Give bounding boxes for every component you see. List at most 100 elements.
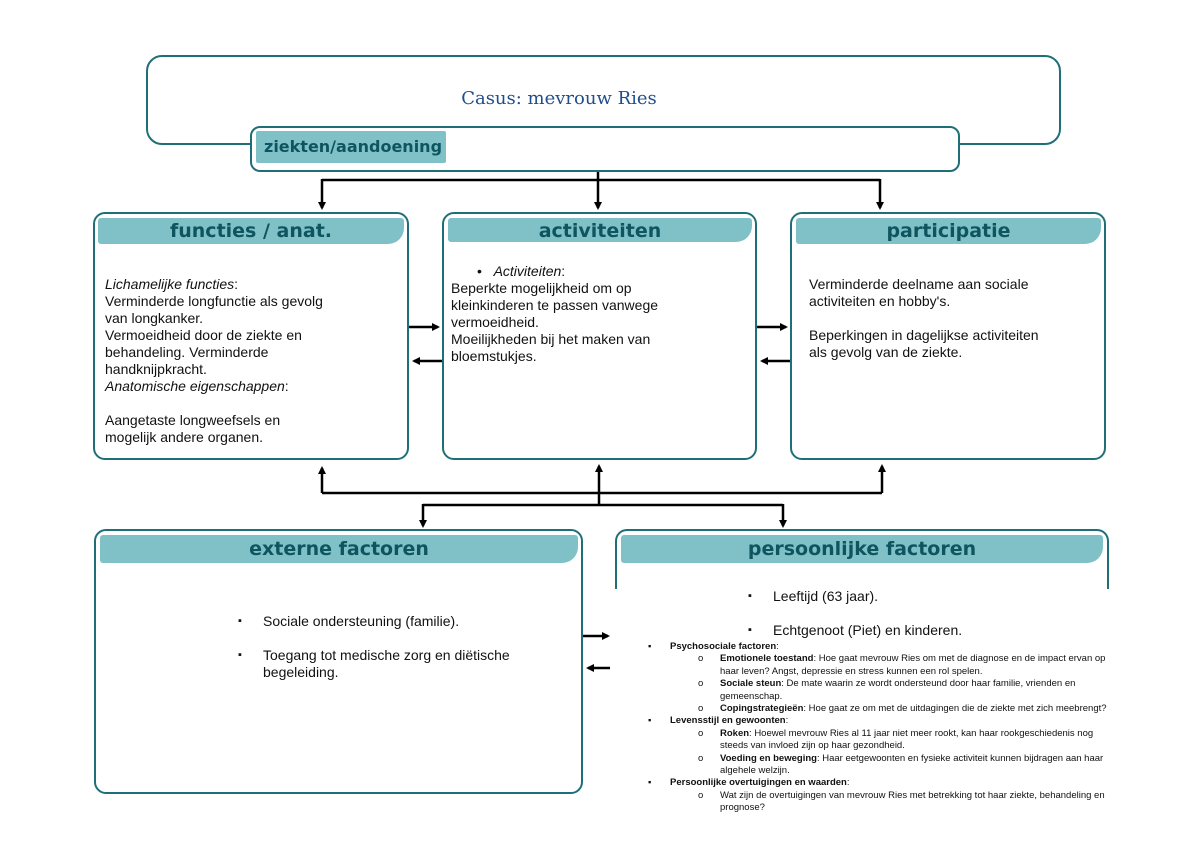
functies-line-text: handknijpkracht. (105, 361, 207, 377)
detail-line: ▪ Persoonlijke overtuigingen en waarden: (648, 777, 850, 789)
bullet-square: ▪ (748, 624, 752, 636)
persoonlijk-item: ▪ Leeftijd (63 jaar). (748, 588, 962, 605)
functies-line-text: Aangetaste longweefsels en (105, 412, 281, 428)
participatie-line: Verminderde deelname aan sociale (809, 276, 1029, 292)
detail-line: steeds van invloed zijn op haar gezondhe… (720, 740, 905, 752)
functies-line: handknijpkracht. (105, 361, 323, 378)
detail-bold: Roken (720, 727, 750, 739)
functies-line-text: Vermoeidheid door de ziekte en (105, 327, 302, 343)
detail-line: algehele welzijn. (720, 765, 790, 777)
participatie-line (809, 310, 1039, 327)
detail-text: Wat zijn de overtuigingen van mevrouw Ri… (720, 789, 1105, 801)
detail-text: algehele welzijn. (720, 765, 790, 776)
bullet-square: ▪ (648, 715, 652, 727)
externe-item: ▪ Sociale ondersteuning (familie). (238, 613, 510, 630)
activiteiten-text: • Activiteiten: Beperkte mogelijkheid om… (451, 263, 659, 364)
functies-box (93, 212, 409, 460)
bullet-square: ▪ (238, 649, 242, 661)
functies-line-text: mogelijk andere organen. (105, 429, 263, 445)
participatie-header: participatie (796, 218, 1101, 244)
disease-tab: ziekten/aandoening (256, 131, 446, 163)
bullet-square: ▪ (648, 641, 652, 652)
detail-text: steeds van invloed zijn op haar gezondhe… (720, 740, 905, 752)
functies-line-text: behandeling. Verminderde (105, 344, 269, 360)
bullet-circle: o (698, 703, 704, 714)
persoonlijk-item: ▪ Echtgenoot (Piet) en kinderen. (748, 622, 962, 639)
persoonlijk-detail: ▪ Psychosociale factoren: o Emotionele toes… (648, 641, 1193, 849)
detail-line: o Wat zijn de overtuigingen van mevrouw R… (698, 789, 1105, 802)
detail-bold: Persoonlijke overtuigingen en waarden (670, 777, 847, 789)
functies-line: van longkanker. (105, 310, 323, 327)
functies-line-text: van longkanker. (105, 310, 204, 326)
bullet-circle: o (698, 653, 704, 665)
activiteiten-header: activiteiten (448, 218, 752, 242)
externe-header: externe factoren (100, 535, 578, 563)
detail-text: : Hoe gaat mevrouw Ries om met de diagno… (813, 653, 1106, 665)
detail-text: : (846, 777, 850, 789)
detail-bold: Psychosociale factoren (670, 641, 777, 652)
activiteiten-line: kleinkinderen te passen vanwege (451, 297, 659, 313)
functies-line: Aangetaste longweefsels en (105, 412, 323, 429)
bullet-square: ▪ (748, 590, 752, 602)
functies-line-text: Verminderde longfunctie als gevolg (105, 293, 323, 309)
externe-item-line: Sociale ondersteuning (familie). (263, 613, 460, 629)
detail-text: gemeenschap. (720, 690, 783, 702)
detail-line: o Roken: Hoewel mevrouw Ries al 11 jaar n… (698, 727, 1094, 740)
functies-line: Anatomische eigenschappen: (105, 378, 323, 395)
persoonlijk-list: ▪ Leeftijd (63 jaar). ▪ Echtgenoot (Piet) e… (748, 588, 962, 656)
detail-line: ▪Levensstijl en gewoonten: (648, 715, 789, 727)
externe-item-line: begeleiding. (263, 664, 339, 680)
detail-line: haar leven? Angst, depressie en stress k… (720, 666, 982, 678)
functies-line-text: Lichamelijke functies (105, 276, 235, 292)
bullet-circle: o (698, 789, 704, 801)
bullet-circle: o (698, 727, 704, 739)
functies-line: behandeling. Verminderde (105, 344, 323, 361)
detail-bold: Voeding en beweging (720, 752, 817, 764)
page-title: Casus: mevrouw Ries (461, 88, 657, 109)
activiteiten-bullet: Activiteiten (493, 263, 562, 279)
detail-text: : (785, 715, 789, 727)
activiteiten-line: Moeilijkheden bij het maken van (451, 331, 651, 347)
functies-text: Lichamelijke functies:Verminderde longfu… (105, 276, 323, 446)
bullet-circle: o (698, 752, 704, 764)
activiteiten-line: vermoeidheid. (451, 314, 539, 330)
participatie-box (790, 212, 1106, 460)
functies-line-text: Anatomische eigenschappen (105, 378, 285, 394)
detail-text: prognose? (720, 802, 765, 814)
participatie-line: activiteiten en hobby's. (809, 293, 951, 309)
functies-line: Verminderde longfunctie als gevolg (105, 293, 323, 310)
bullet-circle: o (698, 678, 704, 690)
detail-line: o Emotionele toestand: Hoe gaat mevrouw R… (698, 653, 1106, 665)
detail-text: : Hoewel mevrouw Ries al 11 jaar niet me… (749, 727, 1094, 739)
activiteiten-line: bloemstukjes. (451, 348, 537, 364)
bullet-dot: • (477, 263, 494, 279)
detail-bold: Emotionele toestand (720, 653, 814, 665)
detail-text: : Haar eetgewoonten en fysieke activitei… (816, 752, 1104, 764)
functies-line: Lichamelijke functies: (105, 276, 323, 293)
detail-text: haar leven? Angst, depressie en stress k… (720, 665, 983, 677)
detail-bold: Sociale steun (720, 678, 782, 690)
functies-line: mogelijk andere organen. (105, 429, 323, 446)
participatie-line: Beperkingen in dagelijkse activiteiten (809, 327, 1039, 343)
bullet-square: ▪ (648, 777, 652, 789)
detail-line: ▪Psychosociale factoren: (648, 641, 779, 653)
persoonlijk-item-text: Echtgenoot (Piet) en kinderen. (773, 622, 963, 638)
participatie-line: als gevolg van de ziekte. (809, 344, 963, 360)
externe-list: ▪ Sociale ondersteuning (familie). ▪ Toegan… (238, 613, 510, 698)
functies-line-suffix: : (284, 378, 289, 394)
bullet-square: ▪ (238, 615, 242, 627)
persoonlijk-item-text: Leeftijd (63 jaar). (773, 588, 879, 604)
functies-line-suffix: : (234, 276, 239, 292)
externe-box (94, 529, 583, 794)
externe-item-line: Toegang tot medische zorg en diëtische (263, 647, 510, 663)
detail-text: : Hoe gaat ze om met de uitdagingen die … (803, 703, 1107, 714)
detail-line: prognose? (720, 802, 765, 814)
detail-line: gemeenschap. (720, 691, 782, 703)
functies-line: Vermoeidheid door de ziekte en (105, 327, 323, 344)
detail-line: o Voeding en beweging: Haar eetgewoonten … (698, 752, 1104, 765)
functies-line (105, 395, 323, 412)
